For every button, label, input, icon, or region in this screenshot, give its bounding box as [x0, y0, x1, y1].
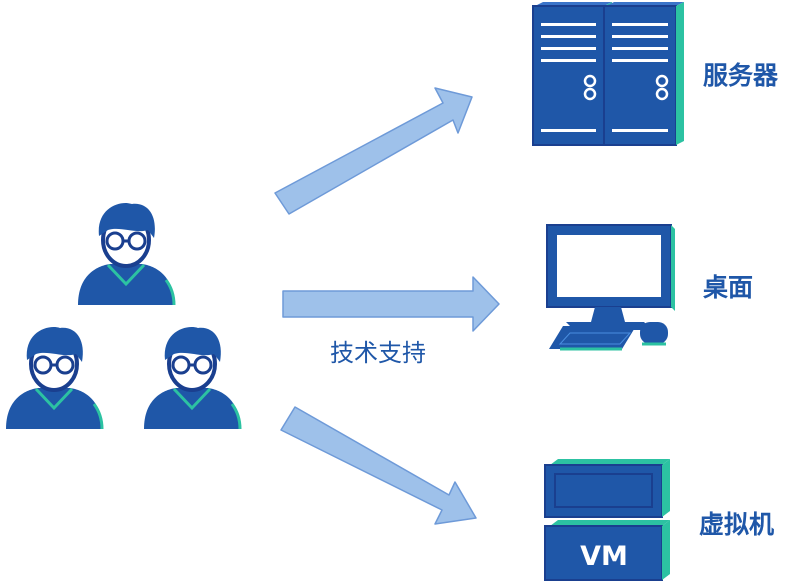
virtual-machine-label: 虚拟机 — [699, 510, 775, 539]
person-icon — [78, 203, 176, 306]
tech-support-label: 技术支持 — [330, 339, 426, 367]
support-team-group — [6, 203, 242, 430]
desktop-label: 桌面 — [703, 273, 754, 302]
server-label: 服务器 — [703, 61, 779, 90]
server-icon — [532, 2, 684, 146]
person-icon — [144, 327, 242, 430]
arrow-to-vm — [280, 406, 477, 525]
arrow-to-desktop — [282, 276, 500, 332]
vm-badge-label: VM — [580, 541, 628, 572]
virtual-machine-icon: VM — [544, 459, 670, 581]
arrow-to-server — [274, 87, 473, 215]
desktop-icon — [546, 224, 675, 351]
person-icon — [6, 327, 104, 430]
